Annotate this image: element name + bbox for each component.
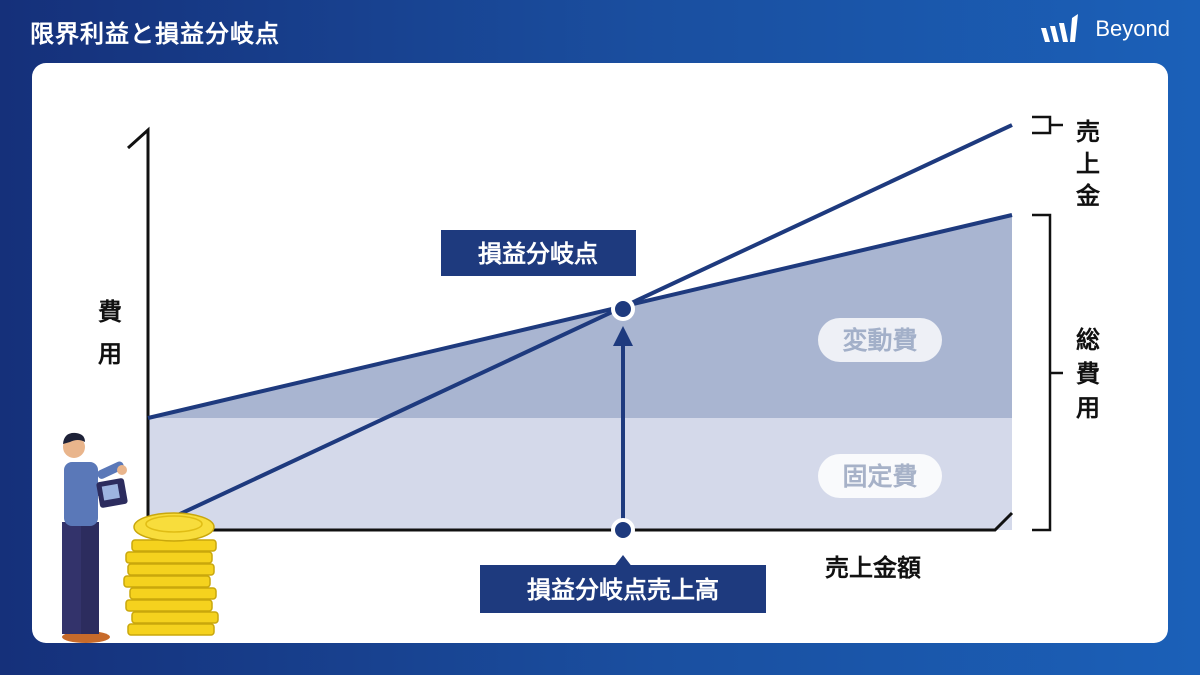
total-cost-line	[147, 213, 1013, 420]
fixed-cost-label: 固定費	[842, 462, 917, 491]
businessman-illustration	[62, 432, 128, 643]
break-even-label-box	[441, 230, 636, 276]
revenue-line	[149, 123, 1013, 530]
x-axis-label: 売上金額	[825, 554, 921, 582]
break-even-sales-marker	[611, 518, 635, 542]
page-title: 限界利益と損益分岐点	[30, 20, 280, 48]
variable-cost-label: 変動費	[842, 326, 917, 355]
beyond-logo-icon	[1041, 14, 1079, 42]
revenue-bracket	[1032, 115, 1052, 135]
brand-logo: Beyond	[1039, 14, 1170, 44]
total-cost-bracket	[1032, 213, 1052, 532]
break-even-sales-label-box	[480, 565, 766, 613]
variable-cost-pill	[818, 318, 942, 362]
fixed-cost-pill	[818, 454, 942, 498]
break-even-point-marker	[611, 297, 635, 321]
revenue-label-char-2: 上	[1076, 150, 1100, 178]
arrow-head-icon	[613, 326, 633, 346]
coin-stack-illustration	[123, 512, 219, 636]
sales-pointer-icon	[613, 555, 633, 568]
brand-name: Beyond	[1095, 16, 1170, 41]
break-even-sales-label: 損益分岐点売上高	[527, 576, 719, 604]
break-even-point-label: 損益分岐点	[478, 240, 598, 268]
total-cost-label-char-2: 費	[1076, 360, 1100, 388]
total-cost-label-char-3: 用	[1076, 394, 1100, 422]
revenue-label-char-1: 売	[1076, 118, 1100, 146]
y-axis-label-char-1: 費	[98, 298, 122, 326]
total-cost-label-char-1: 総	[1076, 326, 1100, 354]
y-axis-label-char-2: 用	[98, 340, 122, 368]
revenue-label-char-3: 金	[1075, 182, 1101, 210]
